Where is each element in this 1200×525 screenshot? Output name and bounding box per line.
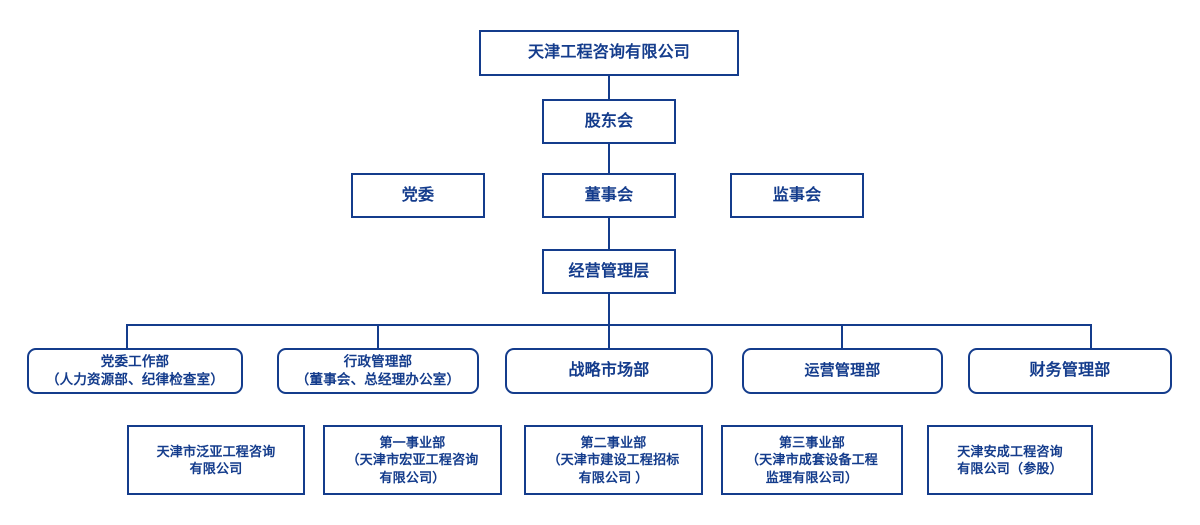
- connector-drop-department-1: [126, 324, 128, 349]
- node-company[interactable]: 天津工程咨询有限公司: [479, 30, 739, 76]
- connector-drop-department-2: [377, 324, 379, 349]
- node-board-of-directors[interactable]: 董事会: [542, 173, 676, 218]
- connector-board-to-management: [608, 218, 610, 249]
- node-company-label: 天津工程咨询有限公司: [527, 44, 690, 62]
- connector-company-to-shareholders: [608, 76, 610, 99]
- department-box-3[interactable]: 战略市场部: [505, 348, 713, 394]
- subsidiary-box-1-label: 天津市泛亚工程咨询 有限公司: [156, 443, 276, 476]
- department-box-4-label: 运营管理部: [804, 361, 881, 379]
- subsidiary-box-2[interactable]: 第一事业部 （天津市宏亚工程咨询 有限公司）: [323, 425, 502, 495]
- department-box-3-label: 战略市场部: [568, 362, 650, 380]
- node-board-of-directors-label: 董事会: [584, 186, 634, 204]
- connector-drop-department-4: [841, 324, 843, 349]
- subsidiary-box-5-label: 天津安成工程咨询 有限公司（参股）: [957, 443, 1063, 476]
- node-management-layer-label: 经营管理层: [568, 262, 650, 280]
- node-board-of-supervisors-label: 监事会: [772, 186, 822, 204]
- connector-drop-department-3: [608, 324, 610, 349]
- node-shareholders-meeting-label: 股东会: [584, 112, 634, 130]
- department-box-5-label: 财务管理部: [1029, 362, 1111, 380]
- connector-drop-department-5: [1090, 324, 1092, 349]
- department-box-1-label: 党委工作部 （人力资源部、纪律检查室）: [45, 353, 225, 387]
- subsidiary-box-1[interactable]: 天津市泛亚工程咨询 有限公司: [127, 425, 305, 495]
- department-box-2-label: 行政管理部 （董事会、总经理办公室）: [295, 353, 461, 387]
- node-shareholders-meeting[interactable]: 股东会: [542, 99, 676, 144]
- subsidiary-box-2-label: 第一事业部 （天津市宏亚工程咨询 有限公司）: [346, 434, 479, 485]
- node-party-committee[interactable]: 党委: [351, 173, 485, 218]
- connector-shareholders-to-board: [608, 144, 610, 173]
- department-box-4[interactable]: 运营管理部: [742, 348, 943, 394]
- connector-management-stem: [608, 294, 610, 325]
- subsidiary-box-4[interactable]: 第三事业部 （天津市成套设备工程 监理有限公司）: [721, 425, 903, 495]
- department-box-2[interactable]: 行政管理部 （董事会、总经理办公室）: [277, 348, 479, 394]
- subsidiary-box-3-label: 第二事业部 （天津市建设工程招标 有限公司 ）: [547, 434, 680, 485]
- node-board-of-supervisors[interactable]: 监事会: [730, 173, 864, 218]
- department-box-5[interactable]: 财务管理部: [968, 348, 1172, 394]
- subsidiary-box-5[interactable]: 天津安成工程咨询 有限公司（参股）: [927, 425, 1093, 495]
- subsidiary-box-4-label: 第三事业部 （天津市成套设备工程 监理有限公司）: [745, 434, 878, 485]
- department-box-1[interactable]: 党委工作部 （人力资源部、纪律检查室）: [27, 348, 243, 394]
- subsidiary-box-3[interactable]: 第二事业部 （天津市建设工程招标 有限公司 ）: [524, 425, 703, 495]
- node-party-committee-label: 党委: [401, 186, 435, 204]
- node-management-layer[interactable]: 经营管理层: [542, 249, 676, 294]
